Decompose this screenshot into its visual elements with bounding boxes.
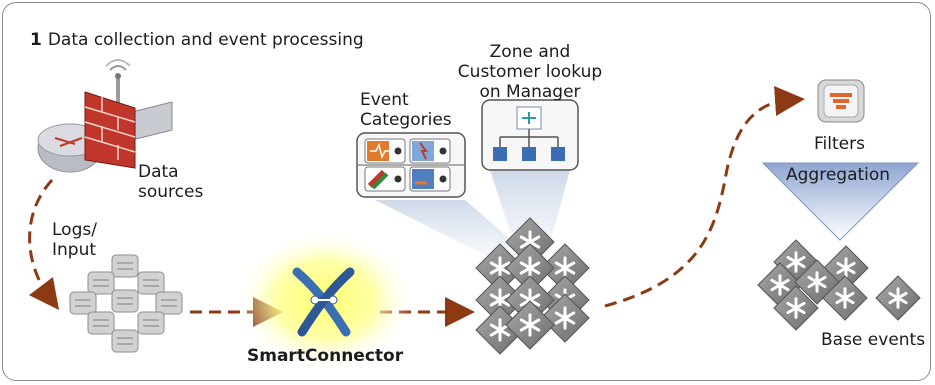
event-categories-label: Event Categories	[360, 90, 452, 130]
smartconnector-text: SmartConnector	[247, 346, 404, 366]
data-sources-line-1: Data	[138, 162, 179, 182]
event-diamond	[505, 217, 555, 267]
filters-label: Filters	[814, 134, 865, 154]
event-diamond	[475, 305, 525, 355]
zone-lookup-line-2: Customer lookup	[457, 62, 603, 82]
zone-lookup-line-3: on Manager	[479, 82, 581, 102]
section-title: Data collection and event processing	[47, 30, 364, 50]
event-categories-callout	[356, 132, 466, 198]
logs-input-icon	[69, 254, 183, 353]
data-sources-icon	[37, 59, 173, 173]
zone-lookup-line-1: Zone and	[489, 42, 571, 62]
event-diamond	[540, 293, 590, 343]
event-diamond	[505, 300, 555, 350]
event-diamond	[773, 285, 819, 331]
logs-input-line-2: Input	[52, 240, 97, 260]
data-sources-line-2: sources	[138, 182, 204, 202]
event-diamond	[822, 275, 868, 321]
event-categories-line-1: Event	[360, 90, 409, 110]
filters-icon	[817, 79, 865, 123]
arrow-sources-to-logs	[28, 178, 60, 310]
event-diamond	[875, 275, 921, 321]
logs-input-line-1: Logs/	[52, 220, 97, 240]
base-events-label: Base events	[821, 330, 926, 350]
zone-lookup-label: Zone and Customer lookup on Manager	[449, 42, 611, 102]
smartconnector-icon	[292, 267, 355, 337]
arrow-events-to-filters	[604, 86, 805, 308]
smartconnector-label: SmartConnector	[247, 346, 403, 366]
data-sources-label: Data sources	[138, 162, 203, 202]
logs-input-label: Logs/ Input	[52, 220, 97, 260]
event-cluster	[475, 217, 590, 355]
aggregation-funnel	[761, 162, 920, 241]
aggregation-label: Aggregation	[786, 165, 891, 185]
base-events-cluster	[757, 239, 921, 331]
zone-lookup-callout	[481, 99, 579, 171]
section-number: 1	[30, 30, 42, 50]
event-categories-line-2: Categories	[360, 110, 452, 130]
